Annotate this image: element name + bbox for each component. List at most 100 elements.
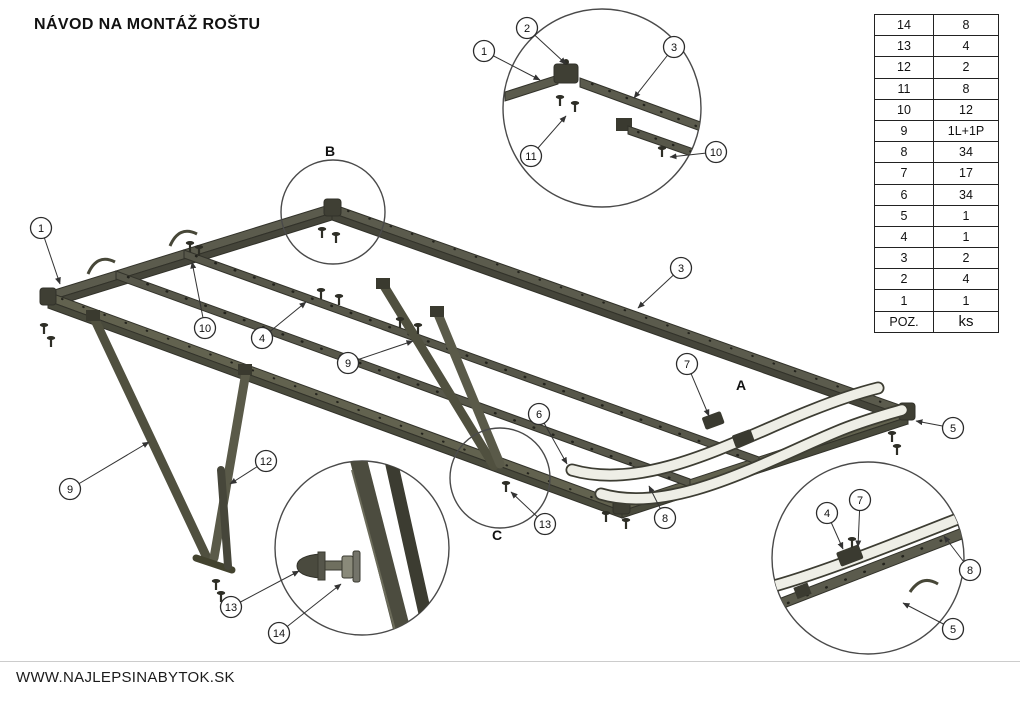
leg-assemblies xyxy=(86,278,505,574)
svg-text:7: 7 xyxy=(857,495,863,507)
flexible-slats xyxy=(565,381,909,506)
frame-handle xyxy=(86,257,116,275)
callout-balloon-10: 10 xyxy=(704,140,728,164)
frame-handle xyxy=(168,229,198,247)
callout-balloon-8: 8 xyxy=(653,506,677,530)
callout-balloon-3: 3 xyxy=(662,35,686,59)
footer-divider xyxy=(0,661,1020,662)
part-qty: 8 xyxy=(933,13,999,37)
part-pos: 6 xyxy=(874,183,934,206)
part-pos: 11 xyxy=(874,77,934,100)
callout-balloon-9: 9 xyxy=(336,351,360,375)
part-pos: 1 xyxy=(874,289,934,312)
part-pos: 8 xyxy=(874,141,934,164)
svg-text:1: 1 xyxy=(38,223,44,235)
svg-text:4: 4 xyxy=(259,333,265,345)
callout-balloon-7: 7 xyxy=(675,352,699,376)
callout-balloon-2: 2 xyxy=(515,16,539,40)
detail-circle-c xyxy=(449,427,551,529)
part-qty: 17 xyxy=(933,162,999,185)
washer xyxy=(352,550,361,583)
corner-block xyxy=(323,198,342,217)
part-qty: 34 xyxy=(933,141,999,164)
part-qty: 2 xyxy=(933,247,999,270)
part-qty: 1L+1P xyxy=(933,119,999,143)
svg-text:6: 6 xyxy=(536,409,542,421)
pos-label: POZ. xyxy=(874,310,934,333)
svg-text:2: 2 xyxy=(524,23,530,35)
screws xyxy=(38,225,903,604)
callout-balloon-4: 4 xyxy=(815,501,839,525)
part-pos: 12 xyxy=(874,56,934,79)
detail-circle-bottom-right xyxy=(771,461,965,655)
slat-holder xyxy=(702,411,725,430)
callout-balloon-9: 9 xyxy=(58,477,82,501)
nut xyxy=(341,555,354,579)
callout-balloon-3: 3 xyxy=(669,256,693,280)
callout-leader xyxy=(230,570,300,608)
callout-balloon-12: 12 xyxy=(254,449,278,473)
callout-balloon-8: 8 xyxy=(958,558,982,582)
svg-text:9: 9 xyxy=(67,484,73,496)
section-label-C: C xyxy=(492,527,502,543)
part-qty: 1 xyxy=(933,204,999,227)
part-pos: 4 xyxy=(874,225,934,249)
svg-text:9: 9 xyxy=(345,358,351,370)
svg-text:13: 13 xyxy=(225,602,237,614)
svg-text:5: 5 xyxy=(950,624,956,636)
detail-circle-top xyxy=(502,8,702,208)
part-qty: 4 xyxy=(933,268,999,291)
website-footer: WWW.NAJLEPSINABYTOK.SK xyxy=(16,669,235,686)
svg-text:14: 14 xyxy=(273,628,285,640)
callout-balloon-1: 1 xyxy=(29,216,53,240)
acorn-nut xyxy=(296,553,321,579)
part-qty: 4 xyxy=(933,35,999,58)
part-pos: 14 xyxy=(874,13,934,37)
part-pos: 7 xyxy=(874,162,934,185)
svg-text:8: 8 xyxy=(662,513,668,525)
callout-balloon-13: 13 xyxy=(533,512,557,536)
part-pos: 9 xyxy=(874,119,934,143)
callout-balloon-10: 10 xyxy=(193,316,217,340)
callout-leader xyxy=(190,261,206,329)
part-qty: 34 xyxy=(933,183,999,206)
svg-text:12: 12 xyxy=(260,456,272,468)
leg-tube xyxy=(217,466,232,570)
callout-balloon-13: 13 xyxy=(219,595,243,619)
callout-balloon-6: 6 xyxy=(527,402,551,426)
callout-balloon-5: 5 xyxy=(941,617,965,641)
section-label-A: A xyxy=(736,377,746,393)
part-qty: 1 xyxy=(933,225,999,249)
callout-balloon-4: 4 xyxy=(250,326,274,350)
part-qty: 8 xyxy=(933,77,999,100)
corner-block xyxy=(39,287,57,306)
svg-text:8: 8 xyxy=(967,565,973,577)
svg-text:11: 11 xyxy=(525,151,536,163)
qty-label: ks xyxy=(933,310,999,333)
section-label-B: B xyxy=(325,143,335,159)
svg-text:7: 7 xyxy=(684,359,690,371)
detail-circle-bottom-left xyxy=(274,460,450,636)
svg-text:1: 1 xyxy=(481,46,487,58)
svg-text:10: 10 xyxy=(710,147,722,159)
svg-text:13: 13 xyxy=(539,519,551,531)
part-qty: 1 xyxy=(933,289,999,312)
detail-circle-b xyxy=(280,159,386,265)
svg-text:4: 4 xyxy=(824,508,830,520)
callout-balloon-5: 5 xyxy=(941,416,965,440)
page-title: NÁVOD NA MONTÁŽ ROŠTU xyxy=(34,16,261,33)
